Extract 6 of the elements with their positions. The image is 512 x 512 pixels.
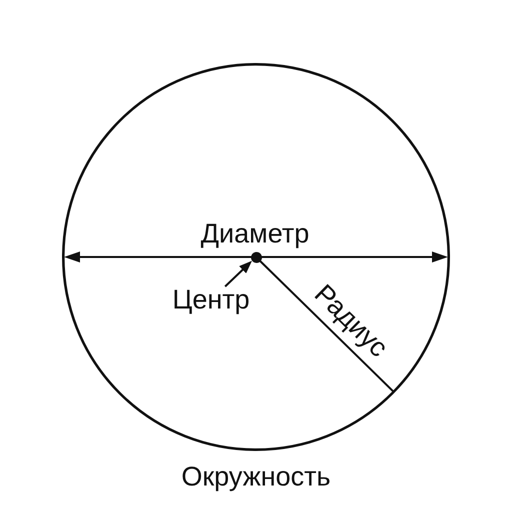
circle-caption: Окружность	[181, 464, 331, 490]
diameter-label: Диаметр	[200, 220, 310, 248]
center-dot	[250, 252, 262, 262]
circle-outline	[62, 63, 450, 451]
leader-arrow	[224, 260, 252, 288]
center-label: Центр	[172, 286, 250, 314]
